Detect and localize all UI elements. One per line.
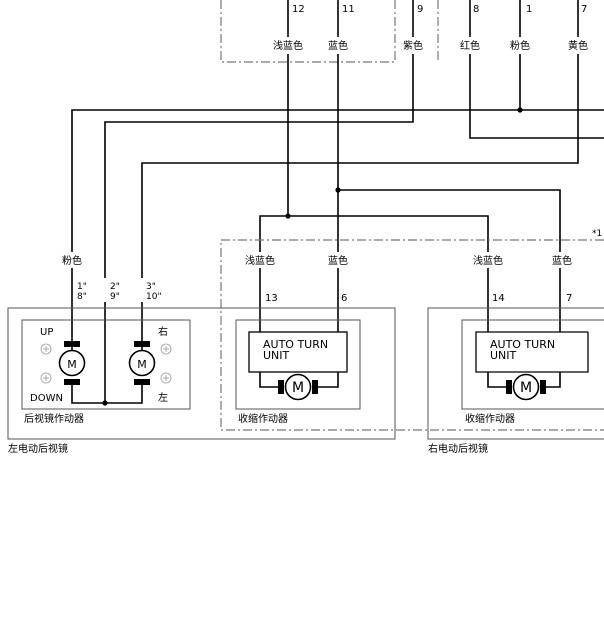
pin-number: 12 xyxy=(292,4,305,15)
actuator-label: 后视镜作动器 xyxy=(24,412,84,425)
pin-number: 1" xyxy=(77,282,87,292)
pin-number: 2" xyxy=(110,282,120,292)
pin-number: 3" xyxy=(146,282,156,292)
junction-dot xyxy=(335,187,341,193)
wire-color-label: 浅蓝色 xyxy=(473,254,503,267)
pin-number: 9" xyxy=(110,292,120,302)
fold-motor-wire xyxy=(487,372,508,388)
svg-text:M: M xyxy=(520,380,532,396)
up-label: UP xyxy=(40,327,53,338)
svg-text:M: M xyxy=(292,380,304,396)
fold-motor-wire xyxy=(259,372,280,388)
motor-icon: M xyxy=(278,373,318,401)
motor-icon: M xyxy=(58,341,86,385)
left-label: 左 xyxy=(158,391,168,404)
wire-color-label: 红色 xyxy=(460,39,480,52)
wire-color-label: 粉色 xyxy=(510,39,530,52)
auto-turn-label: AUTO TURN xyxy=(263,338,328,351)
wire-color-label: 浅蓝色 xyxy=(245,254,275,267)
svg-text:M: M xyxy=(67,358,77,371)
auto-turn-label: UNIT xyxy=(263,349,290,362)
right-label: 右 xyxy=(158,325,168,338)
mirror-label: 右电动后视镜 xyxy=(428,442,488,455)
pin-number: 7 xyxy=(566,293,572,304)
wire-color-label: 蓝色 xyxy=(552,254,572,267)
actuator-label: 收缩作动器 xyxy=(465,412,515,425)
top-pin-ticks xyxy=(287,0,579,4)
pin-number: 10" xyxy=(146,292,162,302)
pin-number: 11 xyxy=(342,4,355,15)
pin-number: 8 xyxy=(473,4,479,15)
fold-actuator-box xyxy=(235,319,361,410)
motor-icon: M xyxy=(128,341,156,385)
fold-actuator-box xyxy=(461,319,604,410)
fold-motor-wire xyxy=(318,372,339,388)
pin-number: 14 xyxy=(492,293,505,304)
pin-number: 9 xyxy=(417,4,423,15)
wire-color-label: 紫色 xyxy=(403,39,423,52)
note-mark: *1 xyxy=(592,229,602,239)
wire-color-label: 浅蓝色 xyxy=(273,39,303,52)
junction-dot xyxy=(102,400,108,406)
wire-color-label: 蓝色 xyxy=(328,254,348,267)
svg-text:M: M xyxy=(137,358,147,371)
wires xyxy=(71,0,604,404)
auto-turn-unit xyxy=(475,331,589,373)
pin-number: 6 xyxy=(341,293,347,304)
wire-color-label: 蓝色 xyxy=(328,39,348,52)
pin-number: 7 xyxy=(581,4,587,15)
auto-turn-label: UNIT xyxy=(490,349,517,362)
pin-number: 8" xyxy=(77,292,87,302)
auto-turn-unit xyxy=(248,331,348,373)
junction-dot xyxy=(517,107,523,113)
fold-motor-wire xyxy=(546,372,561,388)
mirror-actuator-box xyxy=(21,319,191,410)
junction-dot xyxy=(285,213,291,219)
mirror-label: 左电动后视镜 xyxy=(8,442,68,455)
right-mirror-box xyxy=(427,307,604,440)
plus-icon xyxy=(40,343,172,384)
top-connector-frame-left xyxy=(220,0,396,63)
left-mirror-box xyxy=(7,307,396,440)
motor-icon: M xyxy=(506,373,546,401)
fold-frame xyxy=(220,239,604,431)
pin-number: 1 xyxy=(526,4,532,15)
actuator-label: 收缩作动器 xyxy=(238,412,288,425)
wire-color-label: 粉色 xyxy=(62,254,82,267)
down-label: DOWN xyxy=(30,393,63,404)
wire-color-label: 黄色 xyxy=(568,39,588,52)
auto-turn-label: AUTO TURN xyxy=(490,338,555,351)
pin-number: 13 xyxy=(265,293,278,304)
